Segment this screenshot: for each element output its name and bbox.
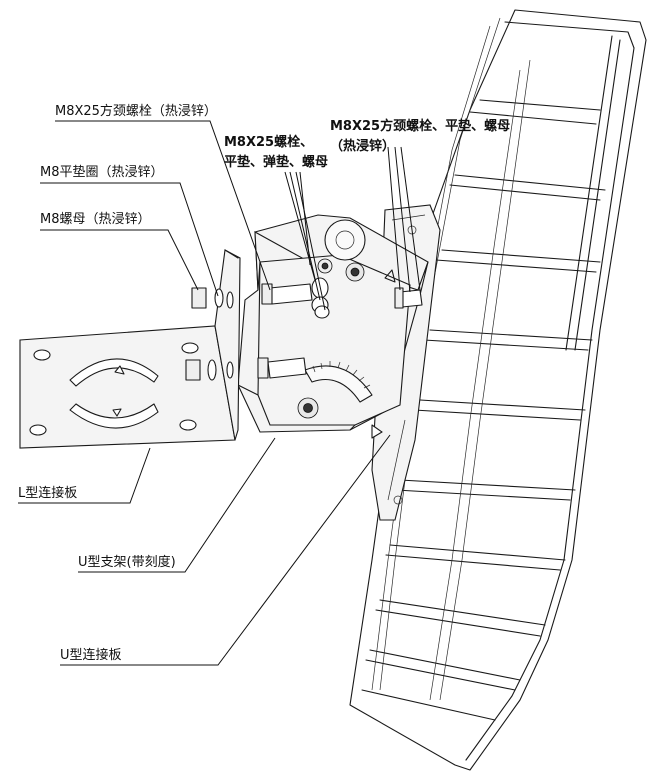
label-flat-washer: M8平垫圈（热浸锌） [40,165,164,180]
leader-lines [18,120,421,666]
bolt-set-right [394,287,423,309]
label-u-plate: U型连接板 [60,648,122,663]
label-bolt-set-line2: 平垫、弹垫、螺母 [224,155,329,170]
bolt-set-lower [257,357,307,379]
label-nut: M8螺母（热浸锌） [40,212,151,227]
label-l-plate: L型连接板 [18,486,78,501]
bracket-nuts [297,258,365,419]
label-square-bolt-right-set: M8X25方颈螺栓、平垫、螺母（热浸锌） [330,119,511,154]
label-square-bolt-left: M8X25方颈螺栓（热浸锌） [55,104,217,119]
label-u-bracket: U型支架(带刻度) [78,555,176,570]
u-bracket [237,214,429,439]
scale-ticks [312,361,371,389]
label-bolt-set-line1: M8X25螺栓、 [224,135,314,150]
l-plate [19,249,241,449]
